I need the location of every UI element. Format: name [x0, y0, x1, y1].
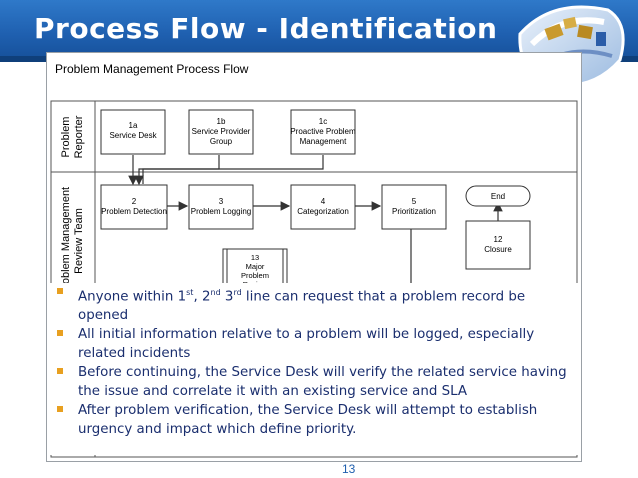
bullet-list: Anyone within 1st, 2nd 3rd line can requ…	[48, 283, 578, 439]
lane-label-reporter-1: Problem	[60, 117, 72, 158]
bullet-text: All initial information relative to a pr…	[78, 327, 535, 362]
node-3: 3 Problem Logging	[188, 184, 254, 230]
bullet-text: After problem verification, the Service …	[78, 403, 538, 438]
svg-text:1b: 1b	[217, 117, 226, 126]
node-1b: 1b Service Provider Group	[188, 109, 254, 155]
bullet-text-mid1: , 2	[193, 289, 211, 305]
svg-text:12: 12	[494, 235, 503, 244]
bullet-marker	[57, 368, 63, 375]
diagram-title: Problem Management Process Flow	[55, 62, 249, 76]
svg-text:Closure: Closure	[484, 245, 512, 254]
bullet-sup-rd: rd	[233, 288, 242, 297]
svg-text:Categorization: Categorization	[297, 207, 349, 216]
lane-label-review-2: Review Team	[73, 208, 85, 274]
node-12: 12 Closure	[465, 220, 531, 270]
bullet-marker	[57, 330, 63, 337]
svg-text:Group: Group	[210, 137, 233, 146]
bullet-item: Before continuing, the Service Desk will…	[48, 363, 578, 401]
svg-text:End: End	[491, 192, 505, 201]
svg-text:5: 5	[412, 197, 417, 206]
svg-text:Proactive Problem: Proactive Problem	[290, 127, 356, 136]
svg-text:Problem Detection: Problem Detection	[101, 207, 167, 216]
bullet-list-panel: Anyone within 1st, 2nd 3rd line can requ…	[48, 283, 578, 455]
bullet-item: After problem verification, the Service …	[48, 401, 578, 439]
bullet-marker	[57, 406, 63, 413]
slide-title: Process Flow - Identification	[34, 12, 498, 45]
svg-text:Management: Management	[300, 137, 347, 146]
bullet-sup-st: st	[186, 288, 194, 297]
node-4: 4 Categorization	[290, 184, 356, 230]
page-number: 13	[342, 462, 356, 476]
svg-text:3: 3	[219, 197, 224, 206]
bullet-text-mid2: 3	[220, 289, 234, 305]
bullet-marker	[57, 288, 63, 294]
arrow-1c-2	[142, 155, 324, 184]
svg-text:13: 13	[251, 253, 259, 262]
svg-text:Service Desk: Service Desk	[109, 131, 157, 140]
bullet-item: Anyone within 1st, 2nd 3rd line can requ…	[48, 283, 578, 325]
svg-text:Prioritization: Prioritization	[392, 207, 436, 216]
bullet-item: All initial information relative to a pr…	[48, 325, 578, 363]
svg-text:Major: Major	[246, 262, 265, 271]
node-1c: 1c Proactive Problem Management	[290, 109, 356, 155]
svg-text:1c: 1c	[319, 117, 327, 126]
svg-text:2: 2	[132, 197, 137, 206]
bullet-text: Before continuing, the Service Desk will…	[78, 365, 567, 400]
node-2: 2 Problem Detection	[100, 184, 168, 230]
svg-text:4: 4	[321, 197, 326, 206]
svg-text:1a: 1a	[129, 121, 138, 130]
bullet-text-post: line can request that a problem record b…	[78, 289, 526, 324]
lane-label-reporter-2: Reporter	[73, 115, 85, 158]
bullet-sup-nd: nd	[210, 288, 221, 297]
bullet-text-pre: Anyone within 1	[78, 289, 187, 305]
svg-text:Service Provider: Service Provider	[192, 127, 251, 136]
lane-label-review-1: Problem Management	[60, 187, 72, 295]
node-5: 5 Prioritization	[381, 184, 447, 230]
node-1a: 1a Service Desk	[100, 109, 166, 155]
svg-text:Problem Logging: Problem Logging	[191, 207, 251, 216]
svg-text:Problem: Problem	[241, 271, 269, 280]
node-end: End	[465, 185, 531, 207]
